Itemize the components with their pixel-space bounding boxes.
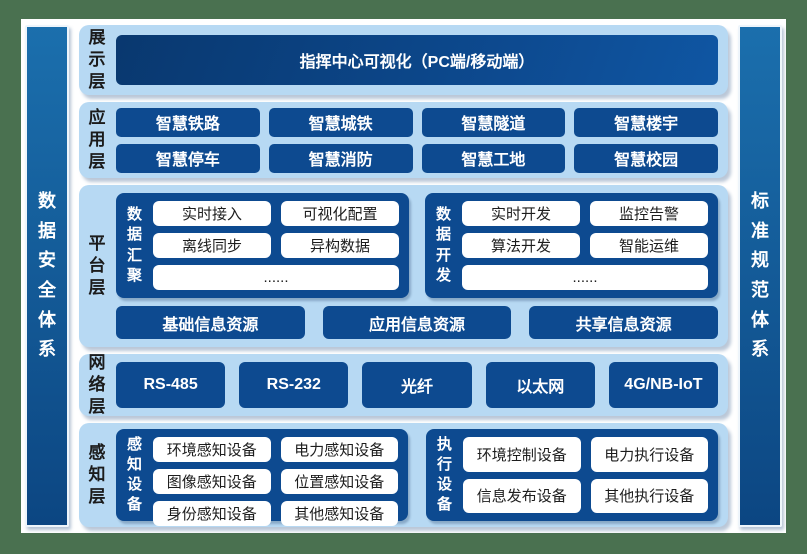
perception-groups: 感知设备 环境感知设备 电力感知设备 图像感知设备 位置感知设备 身份感知设备 … — [116, 429, 718, 526]
device-box: 其他执行设备 — [590, 478, 708, 513]
network-layer-label: 网络层 — [88, 352, 106, 417]
app-box: 智慧消防 — [268, 143, 413, 173]
device-box: 电力执行设备 — [590, 437, 708, 472]
panel-platform-layer: 平台层 数据汇聚 实时接入 可视化配置 离线同步 异构数据 ...... — [79, 185, 728, 347]
panel-network-layer: 网络层 RS-485 RS-232 光纤 以太网 4G/NB-IoT — [79, 352, 728, 417]
network-box: RS-485 — [116, 362, 226, 408]
platform-item: 智能运维 — [590, 233, 708, 258]
resource-box: 共享信息资源 — [529, 306, 719, 339]
data-aggregation-label: 数据汇聚 — [126, 206, 142, 284]
platform-item: 监控告警 — [590, 201, 708, 226]
platform-item: 实时开发 — [462, 201, 580, 226]
app-box: 智慧城铁 — [268, 107, 413, 137]
app-box: 智慧楼宇 — [574, 107, 718, 137]
platform-content: 数据汇聚 实时接入 可视化配置 离线同步 异构数据 ...... 数据开发 实时… — [116, 191, 719, 341]
network-box: 光纤 — [362, 362, 472, 408]
platform-item: 算法开发 — [462, 233, 580, 258]
content-canvas: 数据安全体系 展示层 指挥中心可视化（PC端/移动端） 应用层 智慧铁路 智慧城… — [21, 19, 786, 533]
data-development-grid: 实时开发 监控告警 算法开发 智能运维 ...... — [462, 201, 708, 290]
application-grid: 智慧铁路 智慧城铁 智慧隧道 智慧楼宇 智慧停车 智慧消防 智慧工地 智慧校园 — [116, 107, 718, 173]
app-box: 智慧工地 — [421, 143, 566, 173]
device-box: 电力感知设备 — [280, 437, 398, 462]
data-aggregation-group: 数据汇聚 实时接入 可视化配置 离线同步 异构数据 ...... — [116, 193, 409, 298]
platform-item: 离线同步 — [153, 233, 271, 258]
app-box: 智慧铁路 — [116, 107, 260, 137]
sensing-devices-grid: 环境感知设备 电力感知设备 图像感知设备 位置感知设备 身份感知设备 其他感知设… — [153, 437, 398, 526]
panel-application-layer: 应用层 智慧铁路 智慧城铁 智慧隧道 智慧楼宇 智慧停车 智慧消防 智慧工地 智… — [79, 102, 728, 178]
data-security-label: 数据安全体系 — [38, 190, 56, 360]
perception-layer-label: 感知层 — [88, 442, 106, 507]
standards-label: 标准规范体系 — [751, 190, 769, 360]
platform-layer-label: 平台层 — [88, 233, 106, 298]
device-box: 位置感知设备 — [280, 469, 398, 494]
app-box: 智慧校园 — [574, 143, 718, 173]
resource-row: 基础信息资源 应用信息资源 共享信息资源 — [116, 306, 719, 339]
network-box: 以太网 — [485, 362, 595, 408]
device-box: 身份感知设备 — [153, 501, 271, 526]
panel-display-layer: 展示层 指挥中心可视化（PC端/移动端） — [79, 25, 728, 95]
resource-box: 基础信息资源 — [116, 306, 305, 339]
device-box: 环境感知设备 — [153, 437, 271, 462]
standards-bar: 标准规范体系 — [738, 25, 782, 527]
application-layer-label: 应用层 — [88, 107, 106, 172]
platform-groups: 数据汇聚 实时接入 可视化配置 离线同步 异构数据 ...... 数据开发 实时… — [116, 193, 718, 298]
network-box: RS-232 — [239, 362, 349, 408]
sensing-devices-group: 感知设备 环境感知设备 电力感知设备 图像感知设备 位置感知设备 身份感知设备 … — [116, 429, 408, 526]
app-box: 智慧隧道 — [421, 107, 566, 137]
actuator-devices-grid: 环境控制设备 电力执行设备 信息发布设备 其他执行设备 — [463, 437, 708, 513]
platform-item: 异构数据 — [281, 233, 399, 258]
platform-item-ellipsis: ...... — [462, 265, 708, 290]
platform-item: 实时接入 — [153, 201, 271, 226]
network-row: RS-485 RS-232 光纤 以太网 4G/NB-IoT — [116, 362, 719, 408]
device-box: 信息发布设备 — [463, 478, 581, 513]
data-development-group: 数据开发 实时开发 监控告警 算法开发 智能运维 ...... — [425, 193, 718, 298]
app-box: 智慧停车 — [116, 143, 260, 173]
display-layer-label: 展示层 — [88, 27, 106, 92]
sensing-devices-label: 感知设备 — [126, 435, 142, 514]
platform-item-ellipsis: ...... — [153, 265, 399, 290]
device-box: 环境控制设备 — [463, 437, 581, 472]
data-security-bar: 数据安全体系 — [25, 25, 69, 527]
platform-item: 可视化配置 — [281, 201, 399, 226]
actuator-devices-label: 执行设备 — [436, 435, 452, 514]
network-box: 4G/NB-IoT — [608, 362, 719, 408]
device-box: 图像感知设备 — [153, 469, 271, 494]
data-development-label: 数据开发 — [435, 206, 451, 284]
command-center-box: 指挥中心可视化（PC端/移动端） — [116, 35, 718, 85]
panel-perception-layer: 感知层 感知设备 环境感知设备 电力感知设备 图像感知设备 位置感知设备 身份感… — [79, 423, 728, 527]
data-aggregation-grid: 实时接入 可视化配置 离线同步 异构数据 ...... — [153, 201, 399, 290]
device-box: 其他感知设备 — [280, 501, 398, 526]
actuator-devices-group: 执行设备 环境控制设备 电力执行设备 信息发布设备 其他执行设备 — [426, 429, 718, 521]
resource-box: 应用信息资源 — [322, 306, 512, 339]
layer-stack: 展示层 指挥中心可视化（PC端/移动端） 应用层 智慧铁路 智慧城铁 智慧隧道 … — [79, 25, 728, 527]
